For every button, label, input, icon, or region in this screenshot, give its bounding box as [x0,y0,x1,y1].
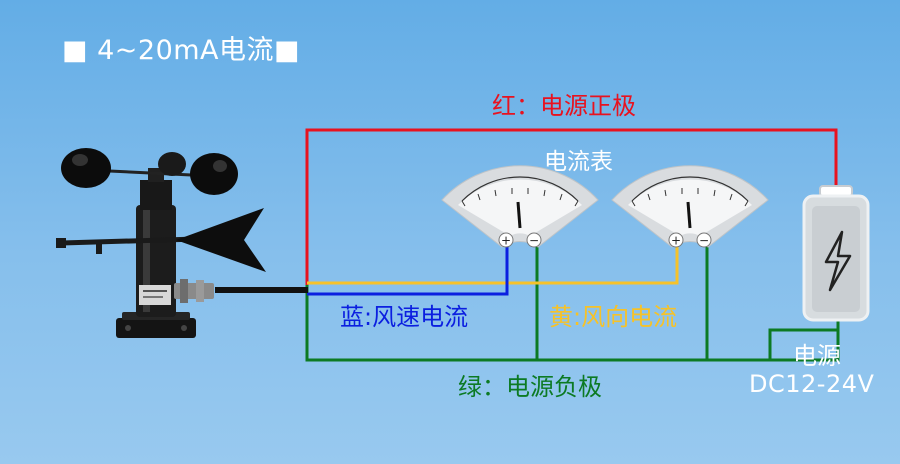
green-wire-label: 绿：电源负极 [458,373,602,401]
red-wire-label: 红：电源正极 [492,92,636,120]
ammeter-wind-speed: + − [441,165,599,248]
green-wire [305,245,840,362]
meter-1-plus-terminal [498,232,514,248]
meter-1-plus-sign: + [501,234,511,248]
ammeter-wind-direction: + − [611,165,769,248]
red-wire [305,128,838,285]
blue-wire-label: 蓝:风速电流 [340,303,469,331]
meter-1-minus-terminal [526,232,542,248]
lightning-icon [824,230,852,292]
meter-2-minus-terminal [696,232,712,248]
yellow-wire-label: 黄:风向电流 [549,303,678,331]
battery-icon [802,185,870,322]
power-supply-label: 电源 [793,342,841,370]
power-voltage-label: DC12-24V [749,370,875,398]
anemometer-sensor-icon [56,148,266,338]
blue-wire [307,245,509,296]
yellow-wire [307,245,679,285]
diagram-title: ■ 4~20mA电流■ [62,35,301,66]
ammeter-label: 电流表 [544,149,613,175]
meter-2-plus-sign: + [671,234,681,248]
meter-2-minus-sign: − [699,234,709,248]
meter-1-minus-sign: − [529,234,539,248]
meter-2-plus-terminal [668,232,684,248]
